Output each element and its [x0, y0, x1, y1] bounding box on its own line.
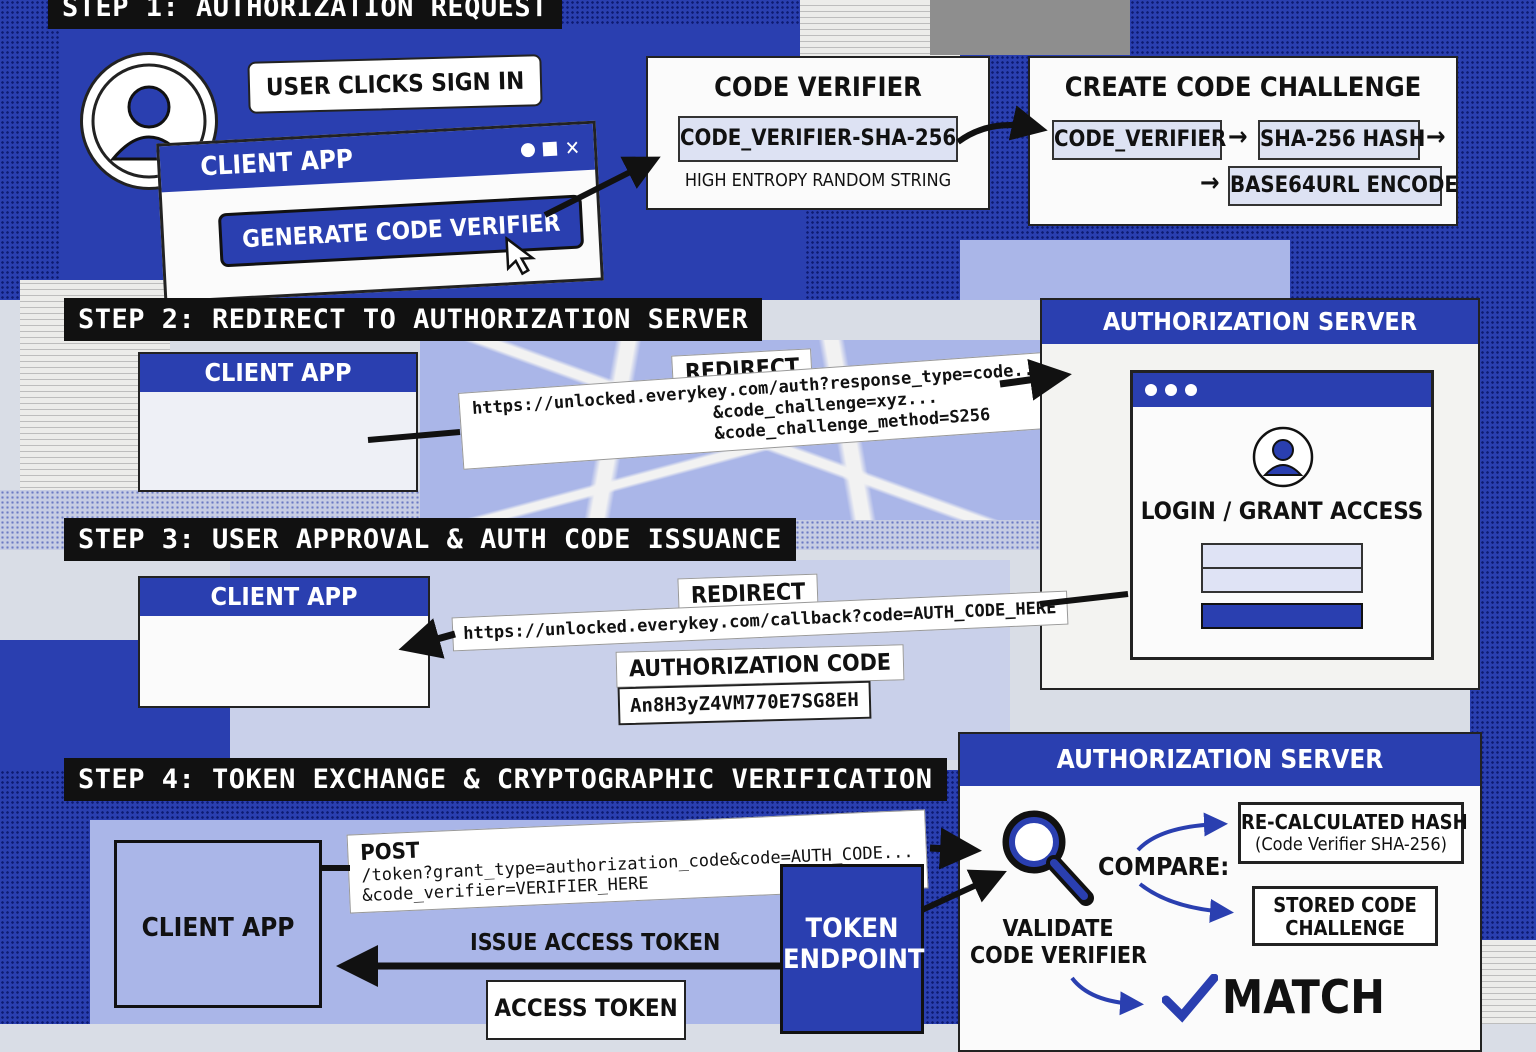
validate-label: VALIDATE CODE VERIFIER: [970, 916, 1147, 970]
client-app-title-step1: CLIENT APP: [199, 144, 354, 183]
recalculated-hash-box: RE-CALCULATED HASH (Code Verifier SHA-25…: [1238, 802, 1468, 864]
token-endpoint-line1: TOKEN: [805, 913, 899, 944]
authorization-server-title-step2: AUTHORIZATION SERVER: [1042, 300, 1478, 344]
code-challenge-title: CREATE CODE CHALLENGE: [1064, 72, 1422, 103]
recalculated-hash-title: RE-CALCULATED HASH: [1241, 810, 1468, 834]
token-endpoint-line2: ENDPOINT: [783, 944, 925, 975]
issue-access-token-label: ISSUE ACCESS TOKEN: [470, 930, 721, 956]
code-verifier-value: CODE_VERIFIER-SHA-256: [678, 116, 958, 162]
client-app-box-step4: CLIENT APP: [114, 840, 322, 1008]
maximize-icon[interactable]: [542, 141, 558, 157]
compare-label: COMPARE:: [1098, 852, 1230, 881]
authorization-server-panel-step2: AUTHORIZATION SERVER LOGIN / GRANT ACCES…: [1040, 298, 1480, 690]
user-action-bubble: USER CLICKS SIGN IN: [247, 54, 543, 114]
arrow-right-icon: →: [1228, 122, 1248, 152]
challenge-step-encode: BASE64URL ENCODE: [1228, 166, 1458, 206]
cursor-icon: [504, 235, 540, 281]
stored-line2: CHALLENGE: [1285, 916, 1405, 940]
authorization-code-value: An8H3yZ4VM770E7SG8EH: [617, 680, 872, 726]
recalculated-hash-sub: (Code Verifier SHA-256): [1255, 834, 1447, 855]
arrow-right-icon: →: [1426, 122, 1446, 152]
client-app-title-step2: CLIENT APP: [140, 354, 416, 392]
password-input[interactable]: [1201, 567, 1363, 593]
validate-line1: VALIDATE: [1002, 916, 1114, 942]
client-app-window-step1: CLIENT APP ✕ GENERATE CODE VERIFIER: [156, 120, 604, 304]
stored-challenge-box: STORED CODE CHALLENGE: [1252, 886, 1438, 946]
grant-access-button[interactable]: [1201, 603, 1363, 629]
token-endpoint-box: TOKEN ENDPOINT: [780, 864, 924, 1034]
checkmark-icon: [1161, 973, 1219, 1028]
step4-title: STEP 4: TOKEN EXCHANGE & CRYPTOGRAPHIC V…: [64, 758, 947, 801]
arrow-right-icon: →: [1200, 168, 1220, 198]
minimize-icon[interactable]: [520, 142, 536, 158]
close-icon[interactable]: ✕: [564, 135, 581, 161]
code-verifier-panel: CODE VERIFIER CODE_VERIFIER-SHA-256 HIGH…: [646, 56, 990, 210]
client-app-window-step2: CLIENT APP: [138, 352, 418, 492]
match-label: MATCH: [1222, 970, 1385, 1024]
create-code-challenge-panel: CREATE CODE CHALLENGE CODE_VERIFIER → SH…: [1028, 56, 1458, 226]
client-app-title-step4: CLIENT APP: [141, 913, 295, 943]
access-token-card: ACCESS TOKEN: [486, 980, 686, 1040]
authorization-server-panel-step4: AUTHORIZATION SERVER VALIDATE CODE VERIF…: [958, 732, 1482, 1052]
challenge-step-verifier: CODE_VERIFIER: [1052, 120, 1226, 160]
window-controls: ✕: [520, 135, 581, 162]
authorization-server-title-step4: AUTHORIZATION SERVER: [960, 734, 1480, 786]
challenge-step-hash: SHA-256 HASH: [1258, 120, 1425, 160]
step3-title: STEP 3: USER APPROVAL & AUTH CODE ISSUAN…: [64, 518, 796, 561]
login-grant-label: LOGIN / GRANT ACCESS: [1140, 497, 1424, 525]
validate-line2: CODE VERIFIER: [970, 943, 1147, 969]
client-app-title-step3: CLIENT APP: [140, 578, 428, 616]
code-verifier-caption: HIGH ENTROPY RANDOM STRING: [684, 170, 952, 191]
login-window-titlebar: [1133, 373, 1431, 407]
step1-title: STEP 1: AUTHORIZATION REQUEST: [48, 0, 562, 29]
login-window: LOGIN / GRANT ACCESS: [1130, 370, 1434, 660]
user-action-text: USER CLICKS SIGN IN: [265, 66, 525, 102]
login-user-icon: [1251, 425, 1315, 493]
stored-line1: STORED CODE: [1273, 893, 1417, 917]
client-app-window-step3: CLIENT APP: [138, 576, 430, 708]
code-verifier-title: CODE VERIFIER: [714, 72, 922, 103]
magnifier-icon: [996, 806, 1096, 910]
username-input[interactable]: [1201, 543, 1363, 569]
step2-title: STEP 2: REDIRECT TO AUTHORIZATION SERVER: [64, 298, 763, 341]
